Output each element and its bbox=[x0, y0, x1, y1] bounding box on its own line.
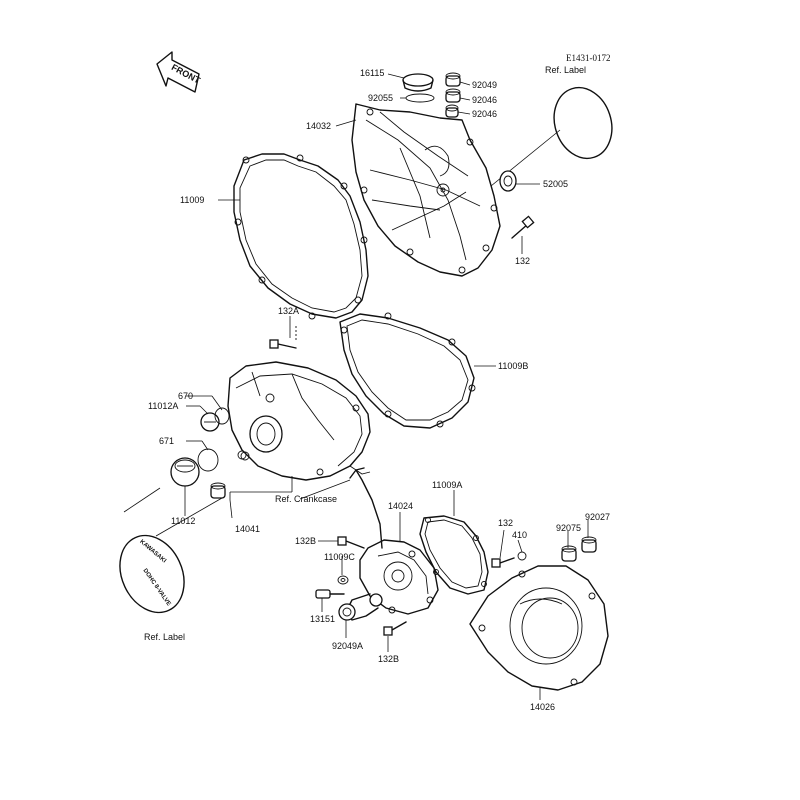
o-ring-671 bbox=[197, 448, 219, 472]
label-132b-lower: 132B bbox=[378, 654, 399, 664]
label-92055: 92055 bbox=[368, 93, 393, 103]
gasket-11009a bbox=[419, 515, 489, 595]
water-pump bbox=[345, 539, 439, 621]
label-92027: 92027 bbox=[585, 512, 610, 522]
label-11009: 11009 bbox=[180, 195, 204, 205]
label-11012a: 11012A bbox=[148, 401, 178, 411]
dowel-small bbox=[237, 450, 247, 460]
oil-seal-52005 bbox=[499, 170, 517, 192]
plug-92046-lower bbox=[445, 104, 459, 118]
washer-410 bbox=[517, 551, 527, 561]
ref-label-disc-top: Ref. Label bbox=[490, 65, 613, 187]
label-11012: 11012 bbox=[171, 516, 195, 526]
o-ring-670 bbox=[214, 407, 230, 425]
label-11009b: 11009B bbox=[498, 361, 528, 371]
label-92049: 92049 bbox=[472, 80, 497, 90]
ref-label-bottom: Ref. Label bbox=[144, 632, 185, 642]
bolt-132b-lower bbox=[383, 621, 407, 636]
bolt-132-upper bbox=[511, 215, 535, 239]
label-92049a: 92049A bbox=[332, 641, 363, 651]
crankcase-pipe bbox=[349, 467, 383, 549]
label-132-upper: 132 bbox=[515, 256, 530, 266]
label-14041: 14041 bbox=[235, 524, 260, 534]
ref-label-top: Ref. Label bbox=[545, 65, 586, 75]
label-14032: 14032 bbox=[306, 121, 331, 131]
label-stamp-text: DOHC 8-VALVE bbox=[141, 568, 171, 607]
label-92046-lower: 92046 bbox=[472, 109, 497, 119]
bolt-132-lower bbox=[491, 557, 515, 568]
ref-crankcase: Ref. Crankcase bbox=[275, 494, 337, 504]
label-stamp-brand: KAWASAKI bbox=[138, 539, 167, 565]
label-671: 671 bbox=[159, 436, 174, 446]
plug-92049 bbox=[445, 72, 461, 87]
fitting-13151 bbox=[315, 589, 345, 599]
label-92075: 92075 bbox=[556, 523, 581, 533]
label-14024: 14024 bbox=[388, 501, 413, 511]
label-92046-upper: 92046 bbox=[472, 95, 497, 105]
generator-cover bbox=[227, 361, 371, 500]
leader-lines bbox=[184, 73, 589, 700]
label-16115: 16115 bbox=[360, 68, 384, 78]
plug-11012a bbox=[200, 412, 220, 432]
front-arrow-icon: FRONT bbox=[156, 51, 202, 93]
label-132a: 132A bbox=[278, 306, 299, 316]
bolt-132b-upper bbox=[337, 536, 365, 549]
clutch-cover bbox=[351, 103, 501, 277]
sprocket-cover bbox=[469, 565, 609, 691]
plug-11012 bbox=[170, 457, 200, 487]
gasket-11009 bbox=[233, 153, 369, 320]
label-410: 410 bbox=[512, 530, 527, 540]
oil-filler-cap bbox=[402, 73, 435, 103]
dowel-14041-collar bbox=[210, 482, 226, 499]
collar-92027 bbox=[581, 536, 597, 553]
label-670: 670 bbox=[178, 391, 193, 401]
label-13151: 13151 bbox=[310, 614, 335, 624]
label-132-lower: 132 bbox=[498, 518, 513, 528]
bolt-132a bbox=[269, 326, 297, 349]
label-14026: 14026 bbox=[530, 702, 555, 712]
collar-92075 bbox=[561, 545, 577, 562]
plug-92046-upper bbox=[445, 88, 461, 103]
label-52005: 52005 bbox=[543, 179, 568, 189]
washer-11009c bbox=[337, 575, 349, 585]
seal-92049a bbox=[338, 603, 356, 621]
label-132b-upper: 132B bbox=[295, 536, 316, 546]
ref-label-disc-bottom: KAWASAKI DOHC 8-VALVE bbox=[119, 487, 223, 614]
gasket-11009b bbox=[339, 312, 476, 429]
label-11009c: 11009C bbox=[324, 552, 355, 562]
label-11009a: 11009A bbox=[432, 480, 462, 490]
diagram-code: E1431-0172 bbox=[566, 53, 611, 63]
